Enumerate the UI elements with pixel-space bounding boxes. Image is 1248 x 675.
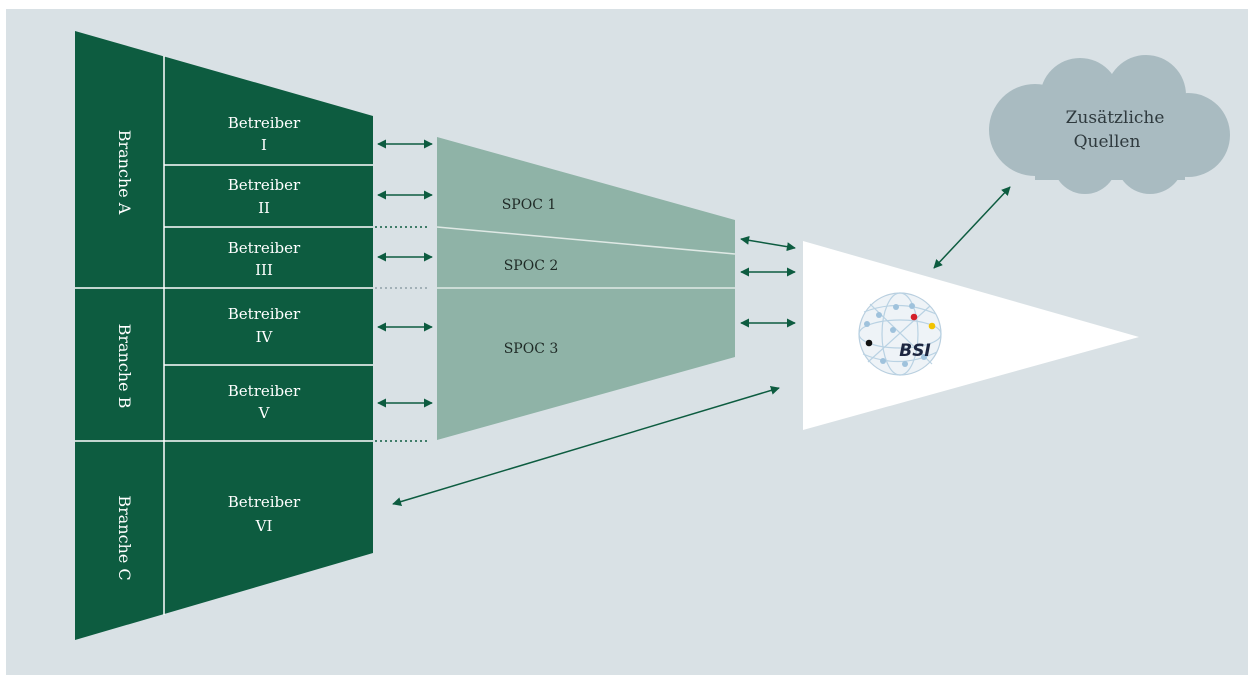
spoc-label: SPOC 2 [504,258,559,274]
branch-label: Branche B [115,324,134,409]
spoc-labels: SPOC 1 SPOC 2 SPOC 3 [502,197,559,357]
arrow-bsi-cloud [933,186,1011,269]
operator-label: Betreiber [228,176,301,194]
bsi-logo-text: BSI [899,341,931,361]
arrow-operator6-bsi [392,386,780,506]
operator-label: Betreiber [228,382,301,400]
arrow-spoc-bsi [740,235,796,252]
arrows [377,139,1011,506]
cloud-label-line2: Quellen [1074,132,1141,152]
cloud-label-line1: Zusätzliche [1066,108,1165,128]
branch-label: Branche C [115,495,134,580]
operator-numeral: VI [255,517,273,535]
operator-labels: Betreiber I Betreiber II Betreiber III B… [228,114,301,535]
operator-numeral: IV [256,328,274,346]
operator-label: Betreiber [228,114,301,132]
spoc-label: SPOC 1 [502,197,557,213]
operator-numeral: II [258,199,270,217]
operator-numeral: III [255,261,273,279]
operators-block [75,31,373,640]
operator-label: Betreiber [228,305,301,323]
operator-numeral: I [261,136,267,154]
branch-labels: Branche A Branche B Branche C [115,130,134,581]
operator-numeral: V [258,404,271,422]
bsi-hub [803,241,1139,430]
globe-network-logo: BSI [858,292,942,376]
operators-grid [75,56,373,615]
operator-label: Betreiber [228,239,301,257]
spoc-label: SPOC 3 [504,341,559,357]
spoc-dividers [436,226,736,289]
branch-label: Branche A [115,130,134,215]
additional-sources-cloud [989,55,1230,194]
operator-label: Betreiber [228,493,301,511]
